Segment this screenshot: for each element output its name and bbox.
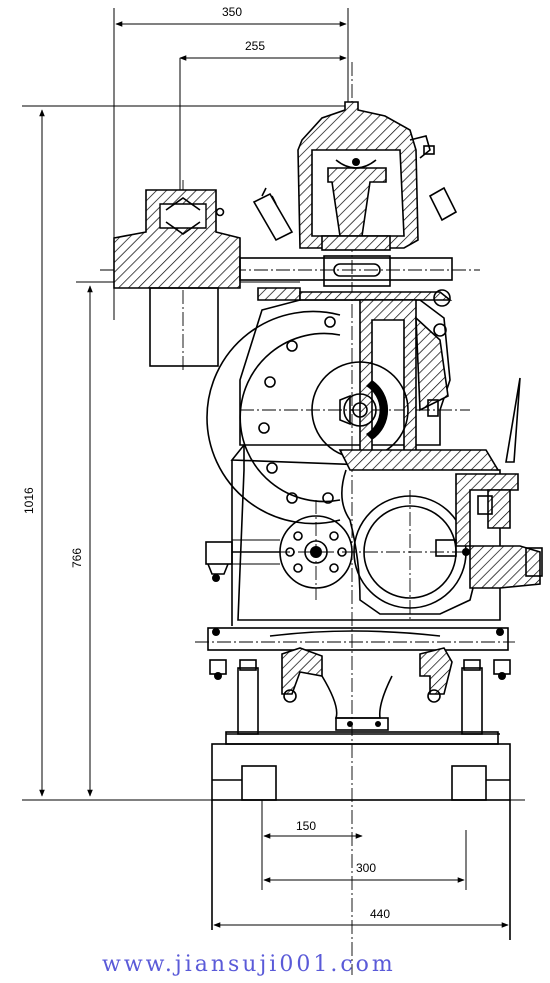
right-side-bracket [435, 377, 543, 589]
dimension-150: 150 [261, 800, 363, 848]
dimension-300: 300 [261, 830, 467, 890]
gear-housing-lower [205, 442, 501, 626]
dimension-255: 255 [179, 39, 347, 200]
dimension-300-label: 300 [356, 861, 376, 875]
top-bevel-housing [252, 101, 458, 251]
motor-base [211, 731, 511, 940]
base-flange [207, 627, 511, 680]
gear-bolt-holes [258, 316, 336, 504]
dimension-255-label: 255 [245, 39, 265, 53]
input-coupling [113, 189, 241, 367]
watermark-text: www.jiansuji001.com [102, 952, 396, 977]
dimension-350-label: 350 [222, 5, 242, 19]
dimension-440-label: 440 [370, 907, 390, 921]
dimension-150-label: 150 [296, 819, 316, 833]
dimension-766-label: 766 [70, 548, 84, 568]
dimension-766: 766 [70, 281, 300, 797]
lower-support-frame [226, 647, 500, 735]
dimension-1016-label: 1016 [22, 487, 36, 514]
main-shaft [239, 255, 453, 307]
